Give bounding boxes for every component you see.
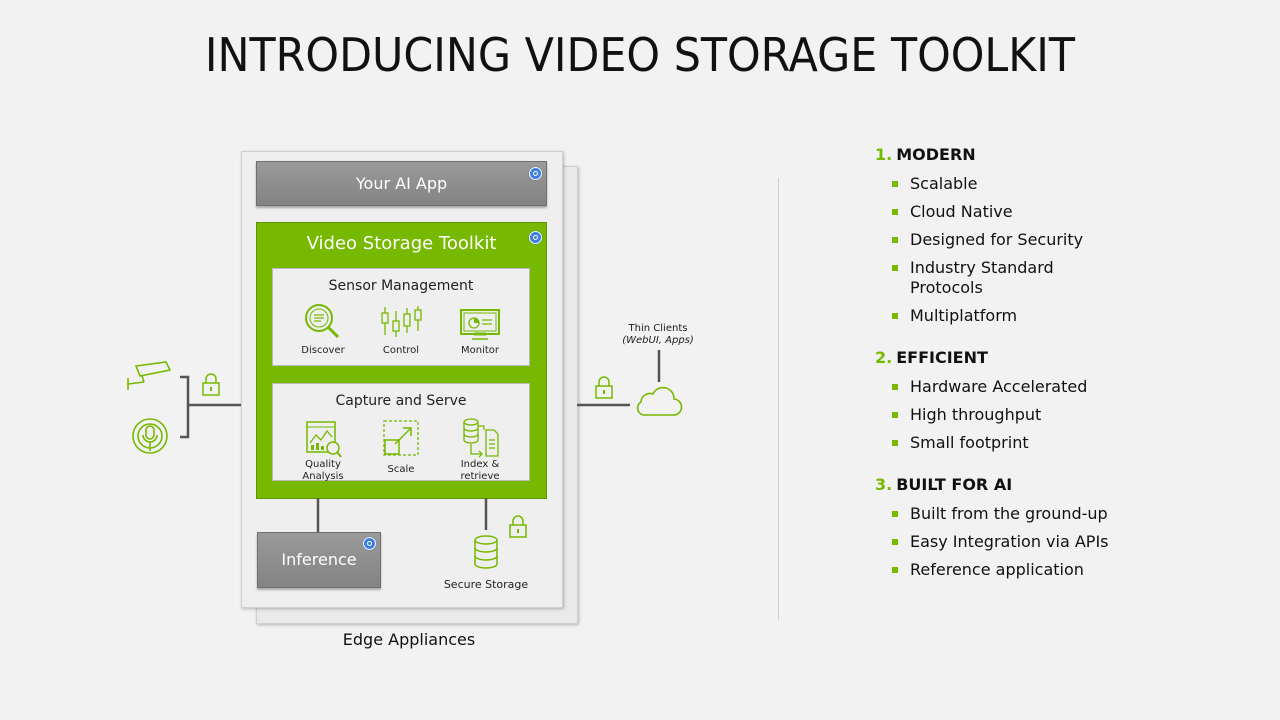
- thin-clients-sub: (WebUI, Apps): [622, 335, 694, 346]
- feature-section-head: 1.MODERN: [875, 144, 1135, 166]
- discover-icon: [305, 304, 340, 339]
- list-item: Easy Integration via APIs: [875, 532, 1110, 552]
- capture-and-serve-title: Capture and Serve: [335, 393, 467, 409]
- feature-section-built-for-ai: 3.BUILT FOR AI Built from the ground-up …: [875, 474, 1135, 580]
- monitor-icon: [460, 309, 500, 340]
- secure-storage-label: Secure Storage: [443, 578, 529, 591]
- quality-analysis-icon: [306, 421, 342, 458]
- thin-clients-label: Thin Clients (WebUI, Apps): [598, 323, 718, 347]
- monitor-label: Monitor: [460, 345, 499, 356]
- feature-section-head: 3.BUILT FOR AI: [875, 474, 1135, 496]
- your-ai-app-box: Your AI App: [256, 161, 547, 206]
- feature-section-modern: 1.MODERN Scalable Cloud Native Designed …: [875, 144, 1135, 326]
- list-item: Hardware Accelerated: [875, 377, 1110, 397]
- section-number: 1.: [875, 145, 893, 164]
- list-item: High throughput: [875, 405, 1110, 425]
- your-ai-app-label: Your AI App: [355, 174, 448, 193]
- database-icon: [474, 535, 498, 569]
- feature-list: 1.MODERN Scalable Cloud Native Designed …: [875, 144, 1135, 601]
- index-retrieve-label: Index & retrieve: [460, 459, 500, 482]
- security-camera-icon: [127, 361, 172, 390]
- index-retrieve-icon: [463, 418, 499, 458]
- list-item: Cloud Native: [875, 202, 1110, 222]
- list-item: Reference application: [875, 560, 1110, 580]
- page-title: INTRODUCING VIDEO STORAGE TOOLKIT: [204, 28, 1076, 82]
- edge-appliances-label: Edge Appliances: [342, 630, 476, 649]
- section-title: MODERN: [896, 145, 976, 164]
- api-badge-icon: [529, 231, 542, 244]
- api-badge-icon: [529, 167, 542, 180]
- list-item: Scalable: [875, 174, 1110, 194]
- list-item: Multiplatform: [875, 306, 1110, 326]
- section-title: BUILT FOR AI: [896, 475, 1013, 494]
- scale-label: Scale: [387, 464, 415, 475]
- section-number: 2.: [875, 348, 893, 367]
- control-label: Control: [382, 345, 420, 356]
- capture-and-serve-box: Capture and Serve Quality Analysis Scale: [272, 383, 530, 482]
- video-storage-toolkit-box: Video Storage Toolkit Sensor Management …: [256, 222, 547, 499]
- lock-icon: [595, 376, 613, 399]
- control-icon: [381, 306, 422, 337]
- inference-box: Inference: [257, 532, 381, 588]
- feature-section-head: 2.EFFICIENT: [875, 347, 1135, 369]
- scale-icon: [383, 420, 419, 456]
- section-title: EFFICIENT: [896, 348, 988, 367]
- divider: [778, 178, 779, 620]
- vst-title: Video Storage Toolkit: [306, 233, 497, 254]
- sensor-management-box: Sensor Management Discover Control: [272, 268, 530, 366]
- section-number: 3.: [875, 475, 893, 494]
- api-badge-icon: [363, 537, 376, 550]
- cloud-icon: [636, 386, 683, 416]
- inference-label: Inference: [281, 550, 357, 569]
- list-item: Small footprint: [875, 433, 1110, 453]
- list-item: Industry Standard Protocols: [875, 258, 1110, 298]
- discover-label: Discover: [301, 345, 345, 356]
- feature-section-efficient: 2.EFFICIENT Hardware Accelerated High th…: [875, 347, 1135, 453]
- thin-clients-title: Thin Clients: [628, 323, 688, 334]
- audio-sensor-icon: [132, 418, 168, 454]
- lock-icon: [202, 373, 220, 396]
- lock-icon: [509, 515, 527, 538]
- list-item: Built from the ground-up: [875, 504, 1110, 524]
- quality-analysis-label: Quality Analysis: [302, 459, 344, 482]
- sensor-management-title: Sensor Management: [328, 278, 474, 294]
- list-item: Designed for Security: [875, 230, 1110, 250]
